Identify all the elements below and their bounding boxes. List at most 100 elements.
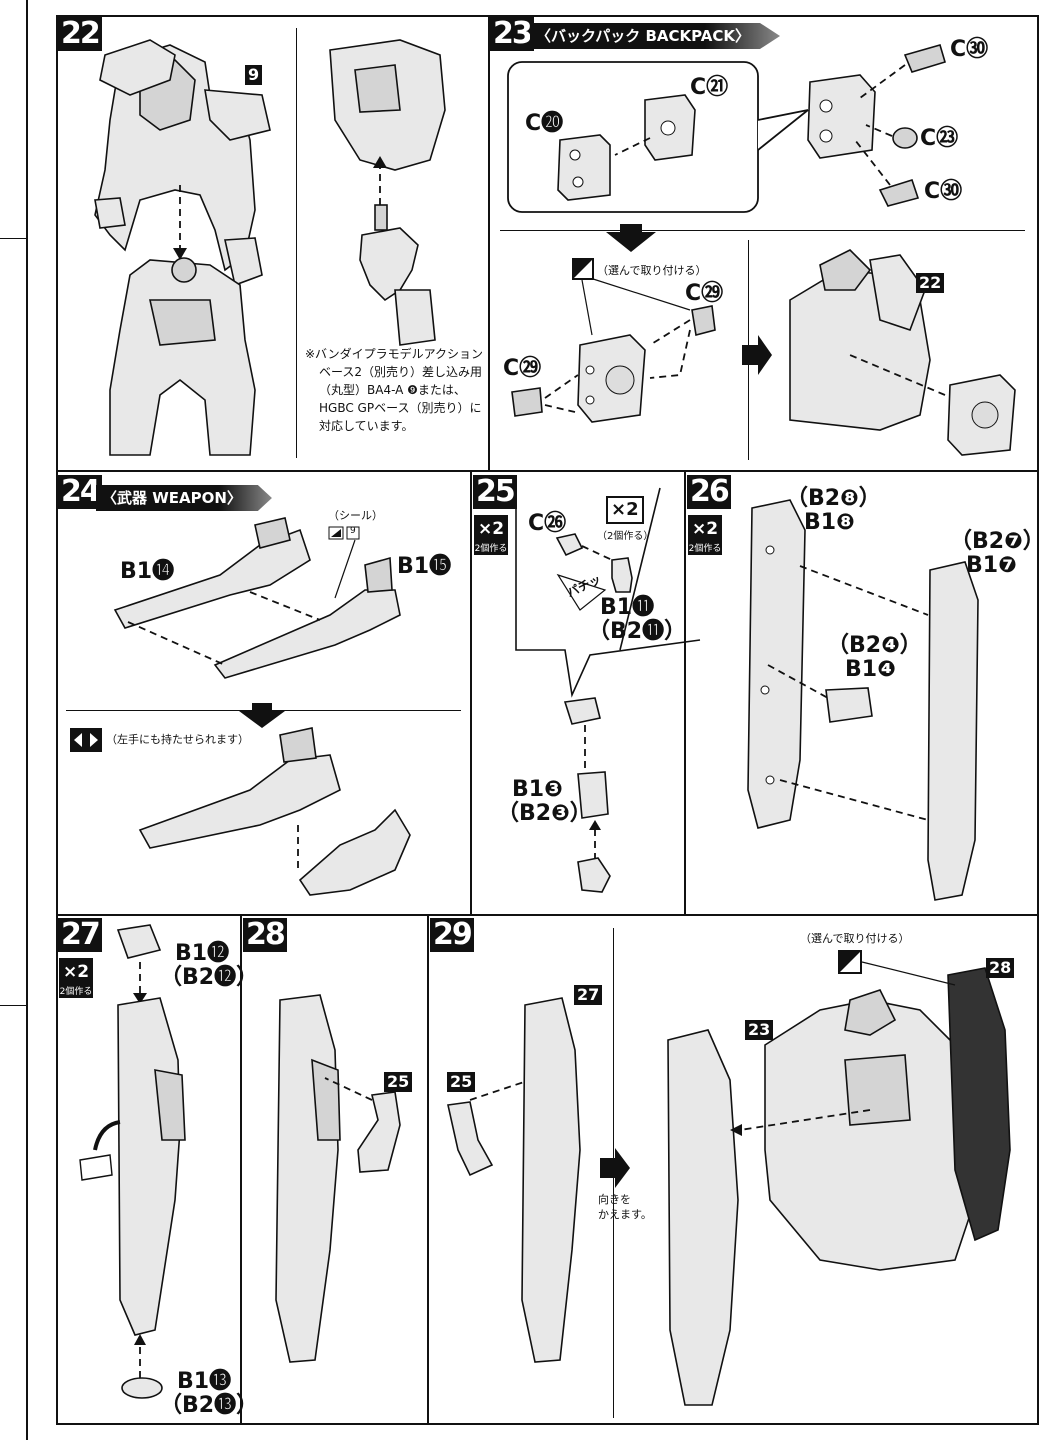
part-b13-cap	[121, 1377, 163, 1399]
col-divider-24-25	[470, 470, 472, 914]
robot-back-view	[789, 249, 931, 431]
ref-28: 28	[986, 958, 1015, 978]
note-line-3: （丸型）BA4-A ❾または、	[319, 383, 466, 397]
turn-note-line-1: 向きを	[598, 1193, 631, 1206]
shield-outer-half	[927, 561, 979, 901]
backpack-assembly	[807, 74, 876, 159]
part-b11-joint	[611, 557, 633, 593]
robot-upper-body	[94, 39, 271, 287]
make-two-badge-27: ×2 2個作る	[59, 958, 93, 998]
step-title-24: 〈武器 WEAPON〉	[96, 485, 272, 511]
flow-arrow-right-23	[742, 335, 772, 375]
weapon-part-b14	[113, 517, 311, 629]
choose-attach-note-23: （選んで取り付ける）	[597, 264, 707, 277]
ref-25: 25	[447, 1072, 476, 1092]
part-ref-9: 9	[245, 65, 263, 85]
part-c30-top	[903, 44, 946, 73]
label-b1-4: B1❹	[845, 657, 896, 682]
col-divider-28-29	[427, 914, 429, 1425]
edge-divider	[0, 1005, 26, 1006]
label-b14: B1⓮	[120, 559, 175, 584]
step-number-22: 22	[58, 17, 102, 51]
col-divider-22-23	[488, 15, 490, 470]
part-c29-left	[511, 387, 543, 417]
x2-small-box: ×2	[606, 496, 644, 524]
label-b2-3: （B2❸）	[497, 801, 592, 826]
label-b11: B1⓫	[600, 595, 655, 620]
seal-number: 9	[350, 526, 356, 536]
handle-part	[79, 1154, 113, 1181]
part-c23	[892, 127, 918, 149]
step23-inner-divider	[500, 230, 1025, 231]
flow-arrow-right-29	[600, 1148, 630, 1188]
assembled-weapon	[138, 727, 341, 849]
choose-attach-note-29: （選んで取り付ける）	[800, 932, 910, 945]
joint-part-29	[447, 1101, 494, 1177]
x2-label: ×2	[688, 515, 722, 543]
part-c26	[555, 533, 584, 557]
row-divider-2	[56, 914, 1039, 916]
ref-25: 25	[384, 1072, 413, 1092]
manual-page-frame	[56, 15, 1039, 1425]
base-adapter-detail	[329, 39, 446, 346]
hand-forearm	[298, 808, 411, 896]
label-b1-7: B1❼	[966, 553, 1017, 578]
callout-25	[515, 488, 701, 698]
backpack-part-c21	[644, 94, 696, 161]
weapon-part-b15	[213, 556, 401, 679]
robot-lower-body	[109, 257, 256, 456]
part-b14-grip	[825, 687, 873, 723]
label-c23: C㉓	[920, 126, 959, 151]
step-number-28: 28	[243, 918, 287, 952]
x2-label: ×2	[59, 958, 93, 986]
turn-note-line-2: かえます。	[598, 1208, 652, 1221]
row-divider-1	[56, 470, 1039, 472]
label-b2-11: （B2⓫）	[588, 619, 687, 644]
label-c30-top: C㉚	[950, 37, 989, 62]
label-b12: B1⓬	[175, 941, 230, 966]
make-two-badge-26: ×2 2個作る	[688, 515, 722, 555]
label-b3: B1❸	[512, 777, 563, 802]
flow-arrow-down-24	[239, 703, 285, 728]
shield-assembled-29	[521, 997, 581, 1363]
label-c29-left: C㉙	[503, 356, 542, 381]
ref-22: 22	[916, 273, 945, 293]
backpack-with-c29	[577, 334, 646, 423]
label-b15: B1⓯	[397, 554, 452, 579]
part-b11-bottom	[577, 857, 611, 893]
joint-part-28	[357, 1091, 401, 1173]
label-b1-8: B1❽	[804, 510, 855, 535]
step-number-26: 26	[687, 475, 731, 509]
label-b2-13: （B2⓭）	[160, 1393, 259, 1418]
col-divider-27-28	[240, 914, 242, 1425]
shield-assembled-27	[117, 997, 186, 1336]
base-compat-note: ※バンダイプラモデルアクション ベース2（別売り）差し込み用 （丸型）BA4-A…	[305, 345, 485, 435]
make-two-badge-25: ×2 2個作る	[474, 515, 508, 555]
label-c29-right: C㉙	[685, 281, 724, 306]
step-title-23: 〈バックパック BACKPACK〉	[530, 23, 781, 49]
ref-23: 23	[745, 1020, 774, 1040]
step-number-27: 27	[58, 918, 102, 952]
turn-around-note: 向きを かえます。	[598, 1192, 652, 1222]
x2-sub: 2個作る	[474, 543, 508, 555]
step22-inner-divider	[296, 28, 297, 458]
label-c26: C㉖	[528, 511, 567, 536]
label-c30-bottom: C㉚	[924, 179, 963, 204]
note-line-4: HGBC GPベース（別売り）に	[319, 401, 482, 415]
backpack-part-c20	[557, 134, 611, 201]
ref-27: 27	[574, 985, 603, 1005]
x2-sub: 2個作る	[688, 543, 722, 555]
label-b13: B1⓭	[177, 1369, 232, 1394]
label-c20: C⓴	[525, 111, 564, 136]
left-page-edge	[0, 0, 28, 1440]
label-c21: C㉑	[690, 75, 729, 100]
x2-label: ×2	[474, 515, 508, 543]
note-line-1: ※バンダイプラモデルアクション	[305, 347, 484, 361]
step-number-24: 24	[58, 475, 102, 509]
step-number-25: 25	[473, 475, 517, 509]
shield-left-29	[667, 1029, 739, 1406]
step-number-23: 23	[490, 17, 534, 51]
joint-assembly	[563, 697, 601, 725]
part-c29-right	[691, 305, 716, 336]
